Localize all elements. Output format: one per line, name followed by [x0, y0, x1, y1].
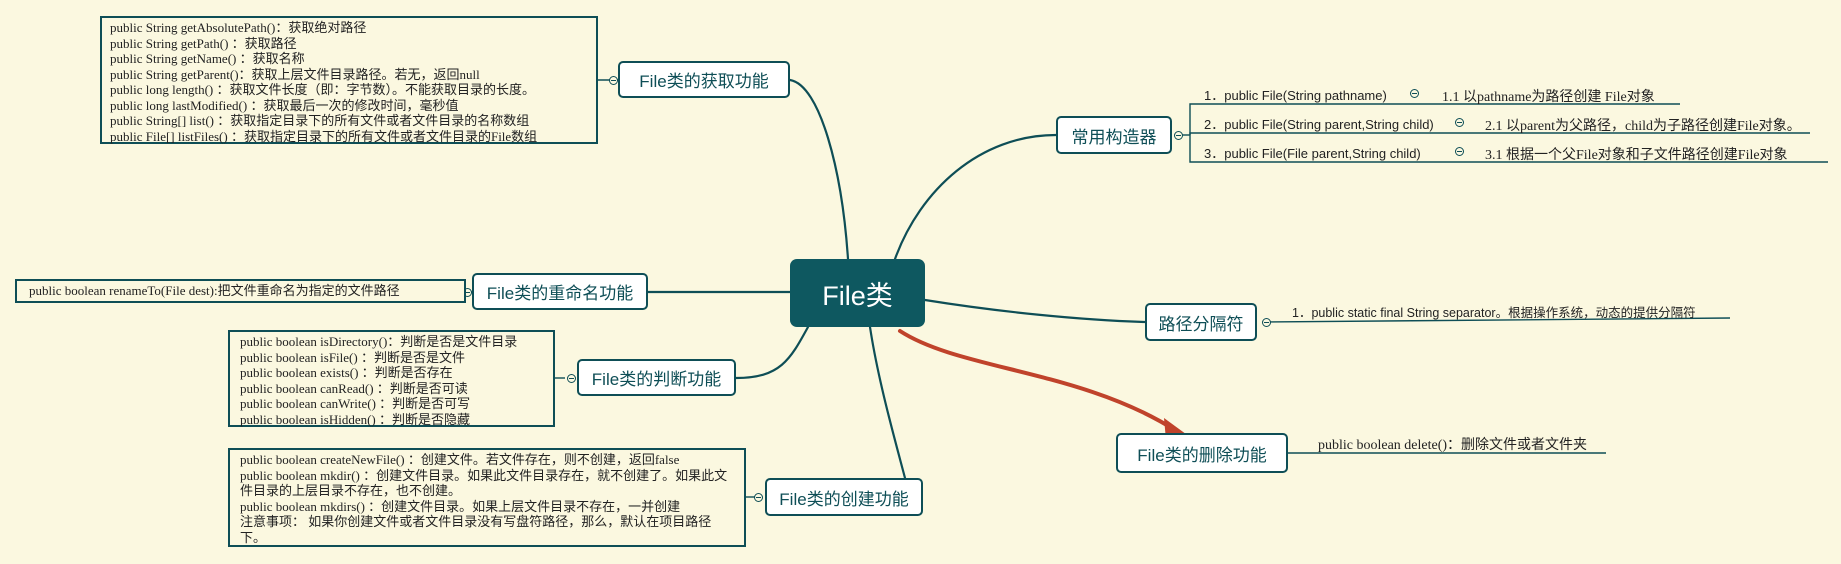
rename-method-note: public boolean renameTo(File dest):把文件重命…	[15, 279, 466, 303]
judge-method-line: public boolean isHidden() ：判断是否隐藏	[240, 411, 470, 427]
constructor-signature-3: 3．public File(File parent,String child)	[1204, 146, 1421, 161]
branch-get-collapse-toggle[interactable]	[609, 76, 618, 85]
constructor-2-collapse-toggle[interactable]	[1455, 118, 1464, 127]
branch-judge[interactable]: File类的判断功能	[577, 359, 736, 396]
judge-methods-note: public boolean isDirectory()：判断是否是文件目录 p…	[228, 330, 555, 427]
branch-constructor[interactable]: 常用构造器	[1056, 116, 1172, 154]
constructor-signature-1: 1．public File(String pathname)	[1204, 88, 1387, 103]
separator-field: 1．public static final String separator。根…	[1292, 306, 1696, 320]
constructor-1-collapse-toggle[interactable]	[1410, 89, 1419, 98]
judge-method-line: public boolean isDirectory()：判断是否是文件目录	[240, 334, 518, 349]
constructor-3-collapse-toggle[interactable]	[1455, 147, 1464, 156]
branch-constructor-collapse-toggle[interactable]	[1174, 131, 1183, 140]
get-methods-note: public String getAbsolutePath()：获取绝对路径 p…	[100, 16, 598, 144]
create-method-line: public boolean mkdir() ：创建文件目录。如果此文件目录存在…	[240, 467, 728, 499]
branch-create[interactable]: File类的创建功能	[765, 478, 923, 516]
get-method-line: public String getAbsolutePath()：获取绝对路径	[110, 20, 367, 35]
get-method-line: public String getPath() ：获取路径	[110, 35, 297, 51]
branch-judge-collapse-toggle[interactable]	[567, 374, 576, 383]
get-method-line: public String getName() ：获取名称	[110, 51, 305, 66]
get-method-line: public String getParent()：获取上层文件目录路径。若无，…	[110, 66, 480, 82]
central-topic[interactable]: File类	[790, 259, 925, 327]
get-method-line: public long lastModified() ：获取最后一次的修改时间，…	[110, 97, 459, 113]
constructor-desc-2: 2.1 以parent为父路径，child为子路径创建File对象。	[1485, 119, 1801, 134]
judge-method-line: public boolean exists() ：判断是否存在	[240, 365, 453, 380]
judge-method-line: public boolean isFile() ：判断是否是文件	[240, 349, 465, 365]
rename-method-line: public boolean renameTo(File dest):把文件重命…	[29, 283, 400, 298]
get-method-line: public long length() ：获取文件长度（即：字节数）。不能获取…	[110, 82, 536, 97]
judge-method-line: public boolean canWrite() ：判断是否可写	[240, 396, 471, 411]
judge-method-line: public boolean canRead() ：判断是否可读	[240, 380, 468, 396]
create-methods-note: public boolean createNewFile() ：创建文件。若文件…	[228, 448, 746, 547]
create-method-line: public boolean mkdirs() ：创建文件目录。如果上层文件目录…	[240, 498, 681, 514]
get-method-line: public String[] list() ：获取指定目录下的所有文件或者文件…	[110, 113, 530, 128]
branch-separator[interactable]: 路径分隔符	[1145, 303, 1257, 341]
create-method-line: 注意事项： 如果你创建文件或者文件目录没有写盘符路径，那么，默认在项目路径下。	[240, 514, 712, 545]
create-method-line: public boolean createNewFile() ：创建文件。若文件…	[240, 452, 680, 467]
branch-get[interactable]: File类的获取功能	[618, 61, 790, 98]
branch-create-collapse-toggle[interactable]	[754, 493, 763, 502]
constructor-desc-1: 1.1 以pathname为路径创建 File对象	[1442, 90, 1655, 105]
constructor-desc-3: 3.1 根据一个父File对象和子文件路径创建File对象	[1485, 148, 1788, 163]
branch-rename[interactable]: File类的重命名功能	[472, 273, 648, 310]
branch-delete[interactable]: File类的删除功能	[1116, 433, 1288, 473]
get-method-line: public File[] listFiles() ：获取指定目录下的所有文件或…	[110, 128, 538, 144]
branch-separator-collapse-toggle[interactable]	[1262, 318, 1271, 327]
constructor-signature-2: 2．public File(String parent,String child…	[1204, 117, 1434, 132]
delete-method: public boolean delete()：删除文件或者文件夹	[1318, 438, 1588, 453]
